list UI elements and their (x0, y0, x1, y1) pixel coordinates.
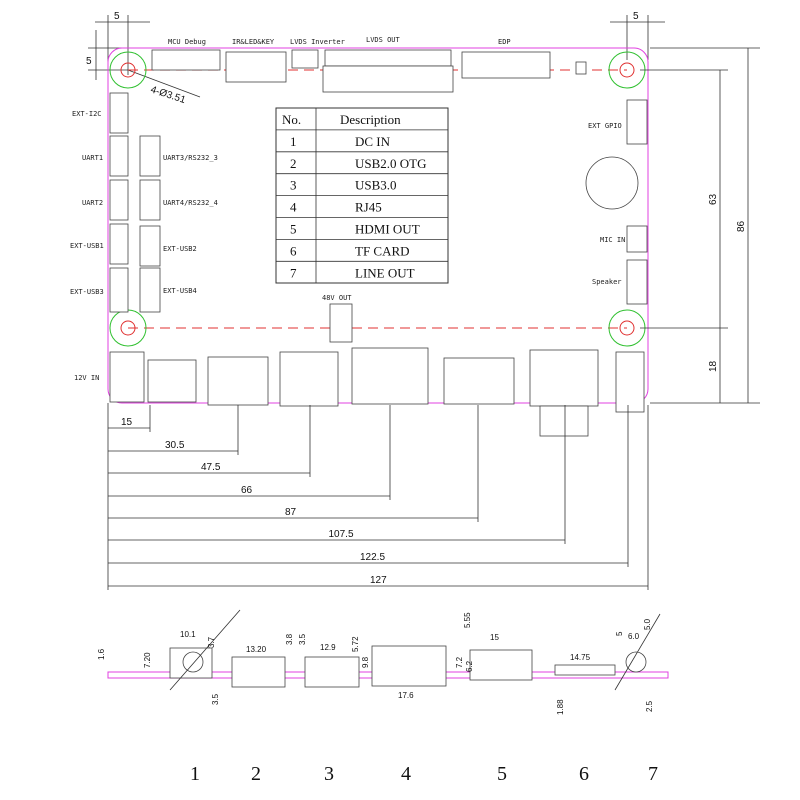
side-dim-label: 3.5 (211, 693, 220, 705)
dim-label: 107.5 (329, 529, 354, 540)
side-dim-label: 5.0 (643, 618, 652, 630)
side-dim-label: 7.20 (143, 652, 152, 668)
side-dim-label: 1.88 (556, 699, 565, 715)
table-cell-no: 4 (290, 200, 297, 215)
edge-ports (147, 347, 645, 437)
uart3-label: UART3/RS232_3 (163, 154, 218, 162)
ext-i2c-label: EXT-I2C (72, 110, 102, 118)
12v-in-label: 12V IN (74, 374, 99, 382)
table-cell-description: RJ45 (355, 200, 382, 215)
ext-usb1-label: EXT-USB1 (70, 242, 104, 250)
speaker-label: Speaker (592, 278, 622, 286)
port-number: 6 (579, 763, 589, 785)
side-dim-label: 10.1 (180, 630, 196, 639)
top-connectors: MCU Debug IR&LED&KEY LVDS Inverter LVDS … (151, 36, 587, 93)
table-cell-description: USB3.0 (355, 178, 397, 193)
table-cell-no: 5 (290, 222, 297, 237)
uart1-label: UART1 (82, 154, 103, 162)
table-header-no: No. (282, 112, 301, 127)
side-view: 1.6 10.1 7.20 3.7 3.5 13.20 3.8 3.5 12.9 5.729.8 1… (97, 609, 669, 715)
right-offset-dim: 5 (633, 11, 639, 22)
dim-label: 30.5 (165, 440, 185, 451)
lvds-inverter-label: LVDS Inverter (290, 38, 345, 46)
dim-label: 87 (285, 507, 297, 518)
side-dim-label: 3.7 (207, 636, 216, 648)
dim-label: 15 (121, 417, 133, 428)
table-cell-no: 7 (290, 265, 297, 280)
side-dim-label: 5 (615, 631, 624, 636)
left-connectors: EXT-I2C UART1 UART2 EXT-USB1 EXT-USB3 12… (70, 92, 145, 403)
uart4-label: UART4/RS232_4 (163, 199, 218, 207)
side-dim-label: 6.2 (465, 660, 474, 672)
dim-label: 66 (241, 485, 253, 496)
dim-86: 86 (736, 220, 747, 232)
right-dimensions: 63 86 18 (640, 47, 760, 404)
edp-label: EDP (498, 38, 511, 46)
left-offset-dim: 5 (114, 11, 120, 22)
side-dim-label: 14.75 (570, 653, 591, 662)
port-number: 5 (497, 763, 507, 785)
table-cell-description: LINE OUT (355, 265, 415, 280)
ext-usb3-label: EXT-USB3 (70, 288, 104, 296)
mic-in-label: MIC IN (600, 236, 625, 244)
uart2-label: UART2 (82, 199, 103, 207)
port-number: 3 (324, 763, 334, 785)
side-dim-label: 5.55 (463, 612, 472, 628)
bottom-dimensions: 15 30.5 47.5 66 87 107.5 122.5 127 (108, 405, 649, 590)
side-dim-label: 17.6 (398, 691, 414, 700)
side-dim-label: 9.8 (361, 656, 370, 668)
side-dim-label: 2.5 (645, 700, 654, 712)
mcu-debug-label: MCU Debug (168, 38, 206, 46)
side-dim-label: 3.5 (298, 633, 307, 645)
table-cell-description: DC IN (355, 134, 391, 149)
right-connectors: EXT GPIO MIC IN Speaker (585, 99, 648, 305)
description-table: No. Description 1 DC IN 2 USB2.0 OTG 3 USB3.0… (275, 107, 449, 284)
top-offset-dim: 5 (86, 56, 92, 67)
lvds-out-label: LVDS OUT (366, 36, 401, 44)
ext-usb2-label: EXT-USB2 (163, 245, 197, 253)
ext-usb4-label: EXT-USB4 (163, 287, 197, 295)
side-dim-label: 12.9 (320, 643, 336, 652)
port-number: 1 (190, 763, 200, 785)
side-dim-label: 5.72 (351, 636, 360, 652)
rtc-battery (585, 156, 639, 210)
side-dim-label: 15 (490, 633, 499, 642)
ext-gpio-label: EXT GPIO (588, 122, 622, 130)
side-dim-label: 13.20 (246, 645, 267, 654)
dim-label: 127 (370, 575, 387, 586)
side-dim-label: 3.8 (285, 633, 294, 645)
hole-spec: 4-Ø3.51 (149, 84, 187, 106)
table-cell-description: TF CARD (355, 243, 410, 258)
port-number: 2 (251, 763, 261, 785)
port-numbers: 1 2 3 4 5 6 7 (190, 763, 658, 785)
table-header-description: Description (340, 112, 401, 127)
table-cell-no: 3 (290, 178, 297, 193)
table-cell-no: 6 (290, 243, 297, 258)
side-dim-label: 1.6 (97, 648, 106, 660)
table-cell-description: HDMI OUT (355, 222, 420, 237)
table-cell-description: USB2.0 OTG (355, 156, 427, 171)
dim-18: 18 (708, 360, 719, 372)
port-number: 4 (401, 763, 411, 785)
ir-led-key-label: IR&LED&KEY (232, 38, 275, 46)
table-cell-no: 1 (290, 134, 297, 149)
side-dim-label: 7.2 (455, 656, 464, 668)
dim-label: 122.5 (360, 552, 385, 563)
port-number: 7 (648, 763, 658, 785)
48v-out-label: 48V OUT (322, 294, 352, 302)
dim-label: 47.5 (201, 462, 221, 473)
dim-63: 63 (708, 193, 719, 205)
table-cell-no: 2 (290, 156, 297, 171)
side-dim-label: 6.0 (628, 632, 640, 641)
inner-connectors: UART3/RS232_3 UART4/RS232_4 EXT-USB2 EXT… (139, 135, 353, 343)
